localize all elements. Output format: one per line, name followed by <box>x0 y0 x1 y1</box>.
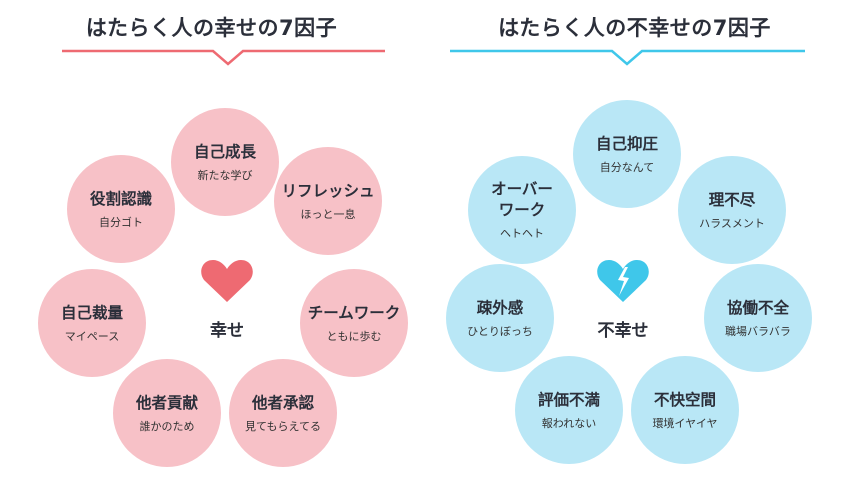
factor-name: 疎外感 <box>476 298 524 317</box>
unhappiness-factor-collaboration-failure: 協働不全 職場バラバラ <box>704 264 812 372</box>
unhappiness-title-underline <box>450 49 805 66</box>
happiness-factor-contribution: 他者貢献 誰かのため <box>113 359 221 467</box>
happiness-title: はたらく人の幸せの7因子 <box>85 16 338 40</box>
unhappiness-factor-alienation: 疎外感 ひとりぼっち <box>446 264 554 372</box>
factor-description: ハラスメント <box>699 216 765 230</box>
unhappiness-title: はたらく人の不幸せの7因子 <box>498 16 771 40</box>
factor-description: 自分なんて <box>599 160 655 174</box>
factor-description: 報われない <box>541 416 597 430</box>
happiness-title-underline <box>62 49 385 66</box>
factor-description: ヘトヘト <box>500 227 544 240</box>
factor-name: オーバー ワーク <box>491 180 553 219</box>
broken-heart-icon <box>597 260 649 302</box>
factor-name: 自己抑圧 <box>595 134 658 153</box>
unhappiness-panel: はたらく人の不幸せの7因子 自己抑圧 自分なんて 理不尽 ハラスメント 協働不全… <box>423 0 846 480</box>
factor-description: 職場バラバラ <box>725 324 791 338</box>
happiness-factor-autonomy: 自己裁量 マイペース <box>38 269 146 377</box>
factor-name: 他者承認 <box>251 393 314 412</box>
factor-description: ともに歩む <box>326 329 382 343</box>
unhappiness-factor-self-suppression: 自己抑圧 自分なんて <box>573 100 681 208</box>
heart-icon <box>201 260 253 302</box>
factor-description: ほっと一息 <box>300 207 356 221</box>
factor-name: 不快空間 <box>653 390 716 409</box>
factor-name: 他者貢献 <box>135 393 198 412</box>
unhappiness-factor-overwork: オーバー ワーク ヘトヘト <box>468 156 576 264</box>
happiness-factor-refresh: リフレッシュ ほっと一息 <box>274 147 382 255</box>
unhappiness-factor-evaluation-dissatisfaction: 評価不満 報われない <box>515 356 623 464</box>
factor-name: 自己裁量 <box>60 303 123 322</box>
happiness-factor-recognition: 他者承認 見てもらえてる <box>229 359 337 467</box>
unhappiness-factor-unfairness: 理不尽 ハラスメント <box>678 156 786 264</box>
unhappiness-center-label: 不幸せ <box>597 321 649 341</box>
factor-name: リフレッシュ <box>281 181 375 200</box>
factor-name: 自己成長 <box>193 142 256 161</box>
factor-name: チームワーク <box>307 303 401 322</box>
factor-name: 役割認識 <box>89 189 152 208</box>
factor-description: ひとりぼっち <box>467 324 533 338</box>
factor-description: 環境イヤイヤ <box>652 416 718 430</box>
factor-name: 協働不全 <box>726 298 789 317</box>
factor-description: 見てもらえてる <box>245 419 321 433</box>
happiness-factor-role: 役割認識 自分ゴト <box>67 155 175 263</box>
happiness-factor-self-growth: 自己成長 新たな学び <box>171 108 279 216</box>
happiness-center-label: 幸せ <box>210 321 244 341</box>
unhappiness-factor-uncomfortable-space: 不快空間 環境イヤイヤ <box>631 356 739 464</box>
factor-description: 誰かのため <box>139 419 195 433</box>
factor-description: 自分ゴト <box>99 215 143 229</box>
factor-description: 新たな学び <box>197 168 253 182</box>
factor-name: 評価不満 <box>537 390 600 409</box>
happiness-factor-teamwork: チームワーク ともに歩む <box>300 269 408 377</box>
happiness-panel: はたらく人の幸せの7因子 自己成長 新たな学び リフレッシュ ほっと一息 チーム… <box>38 16 408 467</box>
factor-description: マイペース <box>64 329 120 343</box>
factor-name: 理不尽 <box>708 190 756 209</box>
